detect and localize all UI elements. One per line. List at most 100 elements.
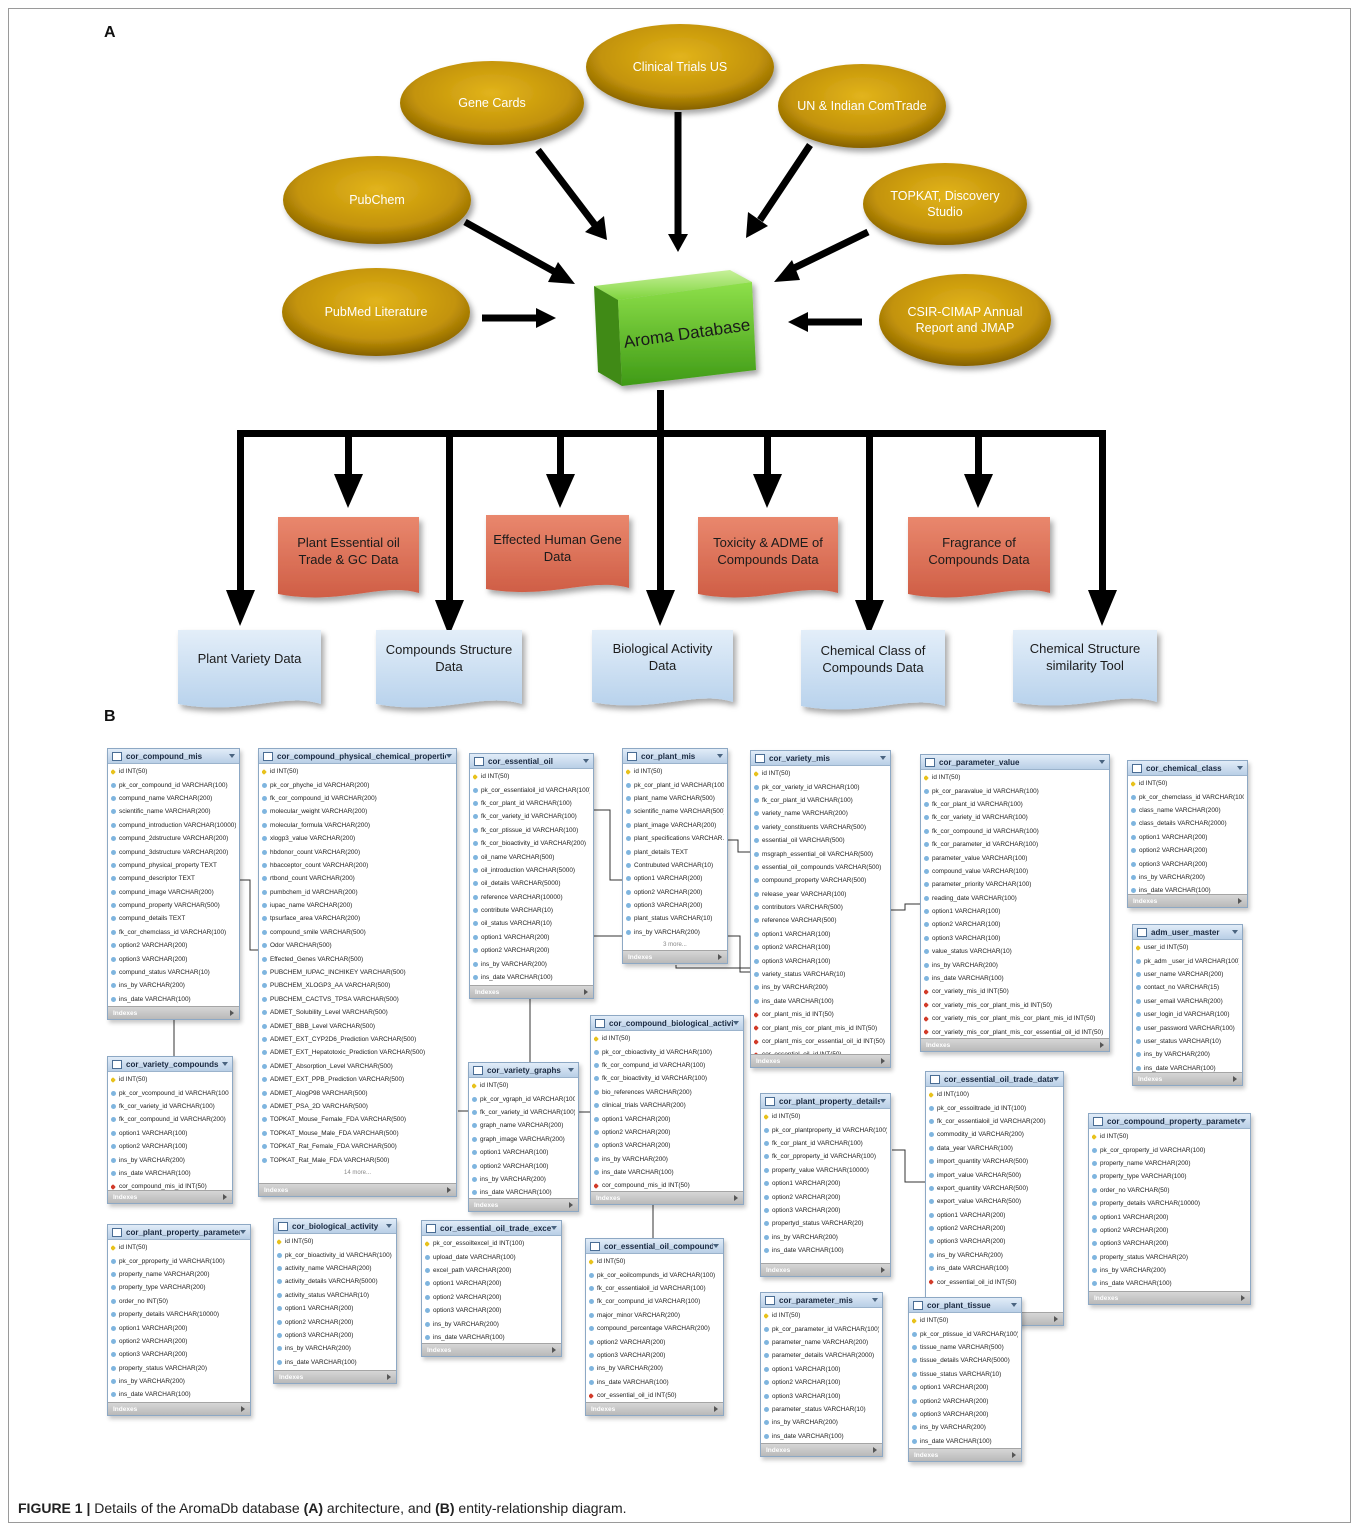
er-table-indexes[interactable]: Indexes xyxy=(1133,1072,1242,1085)
dropdown-arrow-icon[interactable] xyxy=(717,754,723,758)
er-table-indexes[interactable]: Indexes xyxy=(469,1198,578,1211)
er-table-indexes[interactable]: Indexes xyxy=(422,1343,561,1356)
expand-arrow-icon[interactable] xyxy=(1233,1076,1237,1082)
er-table-header[interactable]: cor_variety_graphs xyxy=(469,1063,578,1078)
er-table-indexes[interactable]: Indexes xyxy=(274,1370,396,1383)
dropdown-arrow-icon[interactable] xyxy=(1011,1303,1017,1307)
expand-arrow-icon[interactable] xyxy=(873,1447,877,1453)
er-more-columns[interactable]: 14 more... xyxy=(343,1169,371,1176)
er-table-header[interactable]: cor_plant_property_details xyxy=(761,1094,890,1109)
dropdown-arrow-icon[interactable] xyxy=(1099,760,1105,764)
expand-arrow-icon[interactable] xyxy=(387,1374,391,1380)
er-table-indexes[interactable]: Indexes xyxy=(921,1038,1109,1051)
er-table-indexes[interactable]: Indexes xyxy=(751,1054,890,1067)
er-table-indexes[interactable]: Indexes xyxy=(909,1448,1021,1461)
dropdown-arrow-icon[interactable] xyxy=(240,1230,246,1234)
er-table-indexes[interactable]: Indexes xyxy=(761,1443,882,1456)
er-table-header[interactable]: adm_user_master xyxy=(1133,925,1242,940)
expand-arrow-icon[interactable] xyxy=(881,1058,885,1064)
expand-arrow-icon[interactable] xyxy=(1054,1316,1058,1322)
expand-arrow-icon[interactable] xyxy=(584,989,588,995)
dropdown-arrow-icon[interactable] xyxy=(568,1068,574,1072)
er-table-indexes[interactable]: Indexes xyxy=(108,1006,239,1019)
er-table-cor-compound-physical-chemical-properties[interactable]: cor_compound_physical_chemical_propertie… xyxy=(258,748,457,1197)
expand-arrow-icon[interactable] xyxy=(223,1194,227,1200)
er-table-header[interactable]: cor_essential_oil_trade_data xyxy=(926,1072,1063,1087)
er-table-indexes[interactable]: Indexes xyxy=(259,1183,456,1196)
er-table-header[interactable]: cor_variety_mis xyxy=(751,751,890,766)
er-table-indexes[interactable]: Indexes xyxy=(761,1263,890,1276)
dropdown-arrow-icon[interactable] xyxy=(880,756,886,760)
er-table-indexes[interactable]: Indexes xyxy=(1128,894,1247,907)
er-table-header[interactable]: cor_chemical_class xyxy=(1128,761,1247,776)
dropdown-arrow-icon[interactable] xyxy=(222,1062,228,1066)
expand-arrow-icon[interactable] xyxy=(1238,898,1242,904)
dropdown-arrow-icon[interactable] xyxy=(583,759,589,763)
expand-arrow-icon[interactable] xyxy=(718,954,722,960)
er-more-columns[interactable]: 3 more... xyxy=(663,942,687,949)
expand-arrow-icon[interactable] xyxy=(447,1187,451,1193)
dropdown-arrow-icon[interactable] xyxy=(446,754,452,758)
er-table-header[interactable]: cor_compound_property_parameter xyxy=(1089,1114,1250,1129)
er-table-header[interactable]: cor_plant_tissue xyxy=(909,1298,1021,1313)
expand-arrow-icon[interactable] xyxy=(734,1195,738,1201)
er-table-indexes[interactable]: Indexes xyxy=(623,950,727,963)
er-table-header[interactable]: cor_compound_mis xyxy=(108,749,239,764)
dropdown-arrow-icon[interactable] xyxy=(386,1224,392,1228)
er-table-indexes[interactable]: Indexes xyxy=(591,1191,743,1204)
expand-arrow-icon[interactable] xyxy=(569,1202,573,1208)
er-table-header[interactable]: cor_plant_mis xyxy=(623,749,727,764)
dropdown-arrow-icon[interactable] xyxy=(1237,766,1243,770)
er-table-indexes[interactable]: Indexes xyxy=(108,1190,232,1203)
expand-arrow-icon[interactable] xyxy=(714,1406,718,1412)
dropdown-arrow-icon[interactable] xyxy=(713,1244,719,1248)
er-table-header[interactable]: cor_parameter_value xyxy=(921,755,1109,770)
expand-arrow-icon[interactable] xyxy=(1100,1042,1104,1048)
er-table-indexes[interactable]: Indexes xyxy=(1089,1291,1250,1304)
er-table-header[interactable]: cor_compound_physical_chemical_propertie… xyxy=(259,749,456,764)
dropdown-arrow-icon[interactable] xyxy=(1053,1077,1059,1081)
dropdown-arrow-icon[interactable] xyxy=(1232,930,1238,934)
er-table-header[interactable]: cor_parameter_mis xyxy=(761,1293,882,1308)
dropdown-arrow-icon[interactable] xyxy=(1240,1119,1246,1123)
er-table-header[interactable]: cor_biological_activity xyxy=(274,1219,396,1234)
expand-arrow-icon[interactable] xyxy=(1012,1452,1016,1458)
er-table-header[interactable]: cor_essential_oil xyxy=(470,754,593,769)
er-table-header[interactable]: cor_essential_oil_trade_excel xyxy=(422,1221,561,1236)
expand-arrow-icon[interactable] xyxy=(881,1267,885,1273)
dropdown-arrow-icon[interactable] xyxy=(551,1226,557,1230)
expand-arrow-icon[interactable] xyxy=(552,1347,556,1353)
er-table-indexes[interactable]: Indexes xyxy=(586,1402,723,1415)
dropdown-arrow-icon[interactable] xyxy=(880,1099,886,1103)
dropdown-arrow-icon[interactable] xyxy=(872,1298,878,1302)
expand-arrow-icon[interactable] xyxy=(230,1010,234,1016)
dropdown-arrow-icon[interactable] xyxy=(229,754,235,758)
er-table-indexes[interactable]: Indexes xyxy=(108,1402,250,1415)
er-table-header[interactable]: cor_compound_biological_activity xyxy=(591,1016,743,1031)
er-table-indexes[interactable]: Indexes xyxy=(470,985,593,998)
er-table-header[interactable]: cor_plant_property_parameter xyxy=(108,1225,250,1240)
dropdown-arrow-icon[interactable] xyxy=(733,1021,739,1025)
er-table-header[interactable]: cor_variety_compounds xyxy=(108,1057,232,1072)
er-table-header[interactable]: cor_essential_oil_compounds xyxy=(586,1239,723,1254)
expand-arrow-icon[interactable] xyxy=(1241,1295,1245,1301)
